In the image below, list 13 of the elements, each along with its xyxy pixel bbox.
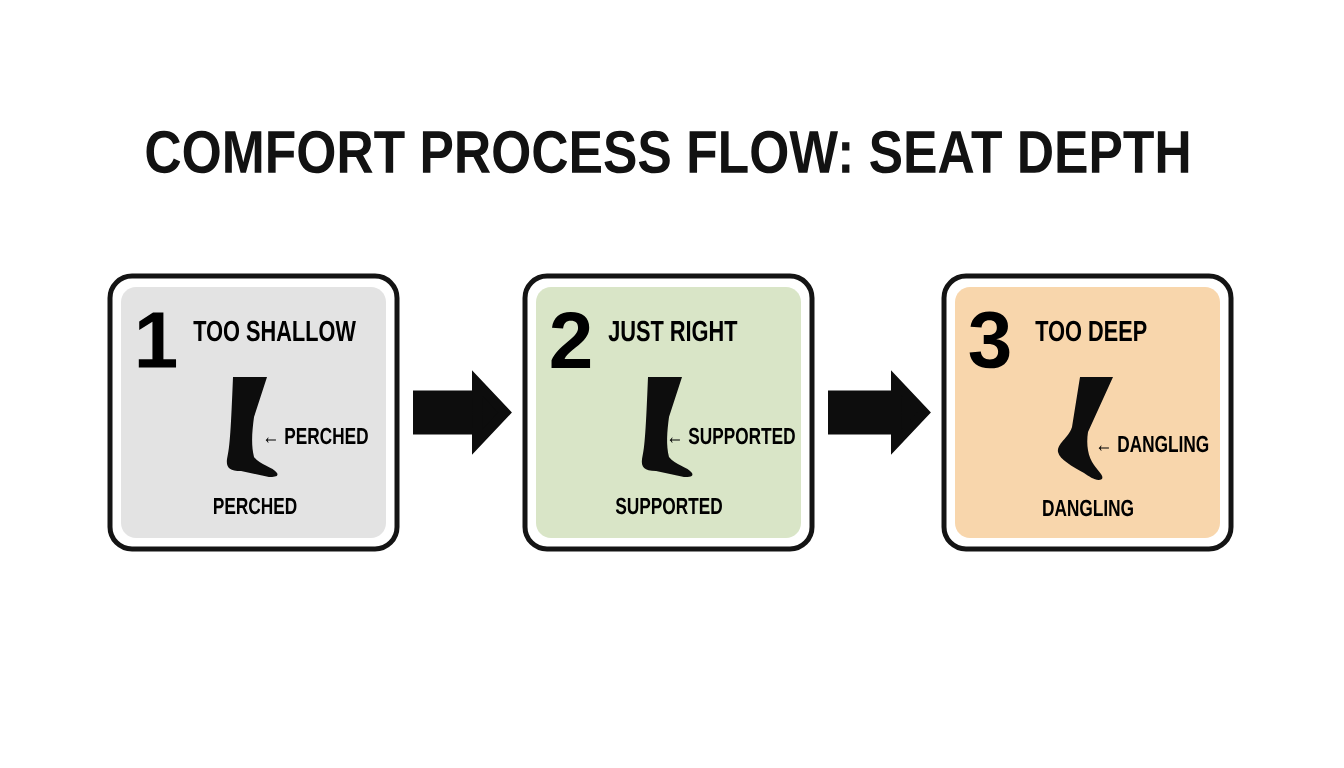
step-heading: JUST RIGHT <box>608 320 738 342</box>
caption-label: PERCHED <box>214 497 297 515</box>
callout-label: ← PERCHED <box>265 427 368 445</box>
step-number: 2 <box>551 312 591 368</box>
caption-label: SUPPORTED <box>615 497 722 515</box>
step-heading: TOO DEEP <box>1035 320 1147 342</box>
callout-label: ← DANGLING <box>1098 435 1209 453</box>
title: COMFORT PROCESS FLOW: SEAT DEPTH <box>146 130 1189 174</box>
step-heading: TOO SHALLOW <box>193 320 356 342</box>
step-number: 3 <box>969 311 1010 369</box>
callout-label: ← SUPPORTED <box>669 427 795 445</box>
step-number: 1 <box>138 312 177 368</box>
caption-label: DANGLING <box>1043 499 1133 517</box>
